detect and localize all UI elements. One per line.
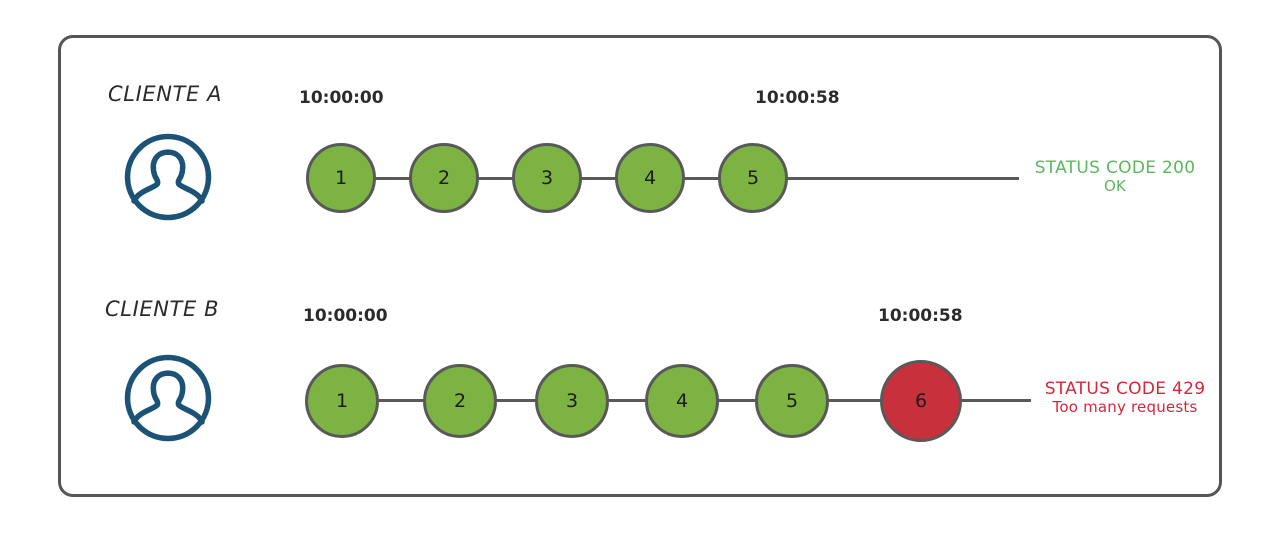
node-number: 5	[746, 167, 760, 189]
node-number: 3	[565, 390, 579, 412]
row-b-end-timestamp: 10:00:58	[878, 306, 963, 326]
request-node-b-5[interactable]: 5	[755, 364, 829, 438]
status-a-message: OK	[1103, 177, 1127, 196]
request-node-a-4[interactable]: 4	[615, 143, 685, 213]
request-node-b-4[interactable]: 4	[645, 364, 719, 438]
request-node-b-6[interactable]: 6	[880, 360, 962, 442]
user-avatar-icon	[122, 131, 214, 223]
request-node-b-2[interactable]: 2	[423, 364, 497, 438]
node-number: 5	[785, 390, 799, 412]
status-b-message: Too many requests	[1052, 398, 1198, 417]
node-number: 4	[643, 167, 657, 189]
status-a-code: STATUS CODE 200	[1034, 158, 1196, 178]
diagram-frame	[58, 35, 1222, 497]
node-number: 3	[540, 167, 554, 189]
row-a-end-timestamp: 10:00:58	[755, 88, 840, 108]
node-number: 2	[437, 167, 451, 189]
client-a-label: CLIENTE A	[108, 82, 223, 106]
status-b-code: STATUS CODE 429	[1044, 379, 1206, 399]
request-node-a-3[interactable]: 3	[512, 143, 582, 213]
client-b-label: CLIENTE B	[105, 297, 220, 321]
user-avatar-icon	[122, 352, 214, 444]
request-node-b-3[interactable]: 3	[535, 364, 609, 438]
request-node-a-2[interactable]: 2	[409, 143, 479, 213]
request-node-b-1[interactable]: 1	[305, 364, 379, 438]
node-number: 4	[675, 390, 689, 412]
row-a-start-timestamp: 10:00:00	[299, 88, 384, 108]
status-badge-a: STATUS CODE 200 OK	[1025, 158, 1205, 196]
node-number: 6	[914, 390, 928, 412]
node-number: 1	[335, 390, 349, 412]
status-badge-b: STATUS CODE 429 Too many requests	[1025, 379, 1225, 417]
node-number: 1	[334, 167, 348, 189]
row-b-start-timestamp: 10:00:00	[303, 306, 388, 326]
request-node-a-1[interactable]: 1	[306, 143, 376, 213]
request-node-a-5[interactable]: 5	[718, 143, 788, 213]
node-number: 2	[453, 390, 467, 412]
